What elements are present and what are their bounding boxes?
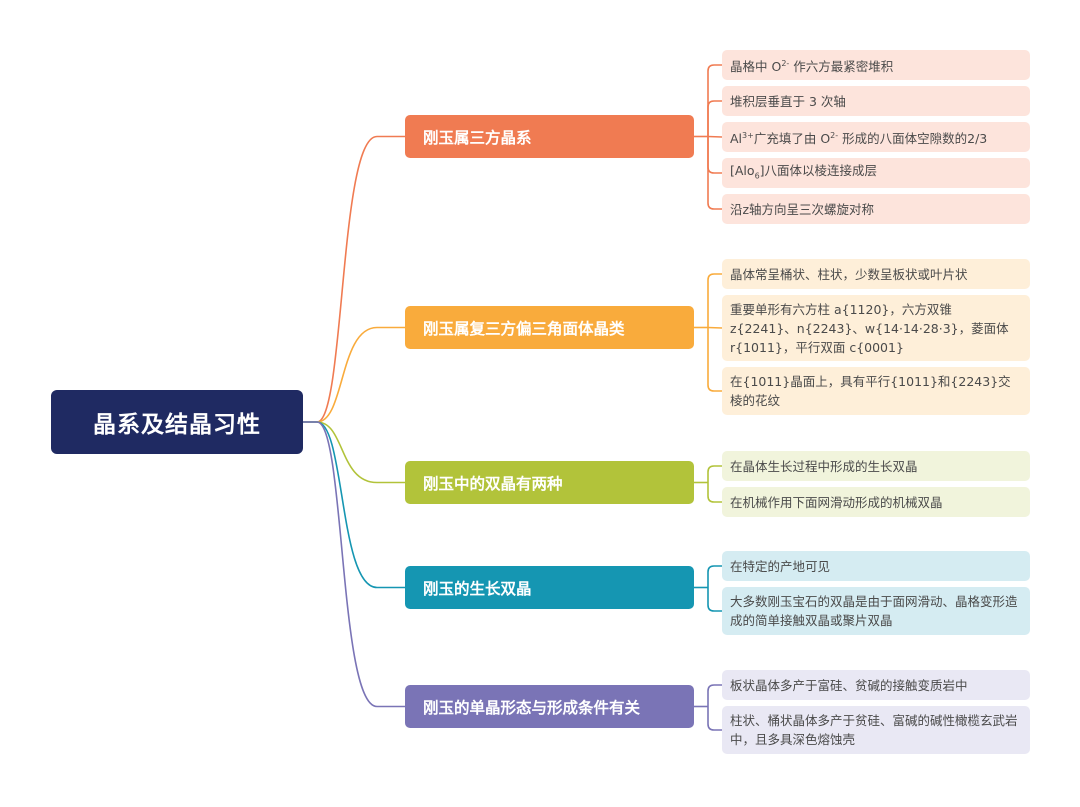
root-node[interactable]: 晶系及结晶习性 — [51, 390, 303, 454]
leaf-text: 在特定的产地可见 — [730, 557, 830, 576]
branch-label: 刚玉属三方晶系 — [423, 128, 532, 147]
leaf-node[interactable]: 重要单形有六方柱 a{1120}，六方双锥 z{2241}、n{2243}、w{… — [722, 295, 1030, 361]
branch-node[interactable]: 刚玉中的双晶有两种 — [405, 461, 694, 504]
leaf-node[interactable]: 沿z轴方向呈三次螺旋对称 — [722, 194, 1030, 224]
branch-label: 刚玉属复三方偏三角面体晶类 — [423, 319, 625, 338]
leaf-node[interactable]: 在机械作用下面网滑动形成的机械双晶 — [722, 487, 1030, 517]
leaf-node[interactable]: 大多数刚玉宝石的双晶是由于面网滑动、晶格变形造成的简单接触双晶或聚片双晶 — [722, 587, 1030, 635]
leaf-text: 堆积层垂直于 3 次轴 — [730, 92, 846, 111]
leaf-text-part: 柱状、桶状晶体多产于贫硅、富碱的碱性橄榄玄武岩中，且多具深色熔蚀壳 — [730, 713, 1018, 747]
branch-label: 刚玉中的双晶有两种 — [423, 474, 563, 493]
branch-leaf-connector — [707, 684, 722, 707]
branch-leaf-connector — [707, 273, 722, 328]
leaf-text: 柱状、桶状晶体多产于贫硅、富碱的碱性橄榄玄武岩中，且多具深色熔蚀壳 — [730, 711, 1020, 749]
branch-leaf-connector — [707, 587, 722, 612]
root-branch-connector — [303, 421, 405, 589]
leaf-text: 在晶体生长过程中形成的生长双晶 — [730, 457, 918, 476]
leaf-node[interactable]: 在晶体生长过程中形成的生长双晶 — [722, 451, 1030, 481]
leaf-text-part: 作六方最紧密堆积 — [789, 59, 894, 75]
leaf-text-part: 沿z轴方向呈三次螺旋对称 — [730, 201, 875, 217]
leaf-script-part: 2- — [830, 130, 839, 140]
branch-leaf-connector — [707, 100, 722, 137]
leaf-node[interactable]: 晶体常呈桶状、柱状，少数呈板状或叶片状 — [722, 259, 1030, 289]
leaf-text-part: 广充填了由 — [753, 131, 821, 147]
root-branch-connector — [303, 326, 405, 423]
branch-node[interactable]: 刚玉的单晶形态与形成条件有关 — [405, 685, 694, 728]
leaf-script-part: 3+ — [742, 130, 754, 140]
branch-leaf-connector — [707, 465, 722, 483]
leaf-text-part: 在晶体生长过程中形成的生长双晶 — [730, 458, 918, 474]
leaf-node[interactable]: 柱状、桶状晶体多产于贫硅、富碱的碱性橄榄玄武岩中，且多具深色熔蚀壳 — [722, 706, 1030, 754]
leaf-text-part: 晶格中 — [730, 59, 772, 75]
leaf-text: 晶体常呈桶状、柱状，少数呈板状或叶片状 — [730, 265, 968, 284]
leaf-node[interactable]: 堆积层垂直于 3 次轴 — [722, 86, 1030, 116]
leaf-text-part: 晶体常呈桶状、柱状，少数呈板状或叶片状 — [730, 266, 968, 282]
leaf-text-part: O — [820, 131, 831, 147]
leaf-node[interactable]: 晶格中 O2- 作六方最紧密堆积 — [722, 50, 1030, 80]
leaf-text-part: 重要单形有六方柱 a{1120}，六方双锥 z{2241}、n{2243}、w{… — [730, 301, 1009, 355]
leaf-script-part: 6 — [754, 171, 760, 181]
branch-leaf-connector — [707, 482, 722, 503]
leaf-node[interactable]: Al3+广充填了由 O2- 形成的八面体空隙数的2/3 — [722, 122, 1030, 152]
leaf-text-part: Al — [730, 131, 743, 147]
branch-leaf-connector — [707, 136, 722, 174]
branch-node[interactable]: 刚玉属三方晶系 — [405, 115, 694, 158]
leaf-text-part: O — [771, 59, 782, 75]
leaf-node[interactable]: [Alo6]八面体以棱连接成层 — [722, 158, 1030, 188]
leaf-text-part: 板状晶体多产于富硅、贫碱的接触变质岩中 — [730, 677, 968, 693]
leaf-text-part: ]八面体以棱连接成层 — [759, 162, 878, 178]
leaf-text: 在机械作用下面网滑动形成的机械双晶 — [730, 493, 943, 512]
branch-label: 刚玉的生长双晶 — [423, 579, 532, 598]
leaf-text-part: 形成的八面体空隙数的2/3 — [838, 131, 988, 147]
leaf-text-part: 在{1011}晶面上，具有平行{1011}和{2243}交棱的花纹 — [730, 374, 1011, 408]
branch-leaf-connector — [707, 565, 722, 588]
leaf-node[interactable]: 在特定的产地可见 — [722, 551, 1030, 581]
branch-leaf-connector — [707, 706, 722, 731]
branch-label: 刚玉的单晶形态与形成条件有关 — [423, 698, 641, 717]
leaf-text-part: 在机械作用下面网滑动形成的机械双晶 — [730, 494, 943, 510]
branch-leaf-connector — [707, 135, 723, 138]
leaf-text: [Alo6]八面体以棱连接成层 — [730, 161, 877, 186]
root-branch-connector — [303, 421, 405, 708]
leaf-text-part: 大多数刚玉宝石的双晶是由于面网滑动、晶格变形造成的简单接触双晶或聚片双晶 — [730, 594, 1018, 628]
leaf-text: Al3+广充填了由 O2- 形成的八面体空隙数的2/3 — [730, 126, 987, 148]
root-label: 晶系及结晶习性 — [93, 412, 261, 438]
leaf-text: 大多数刚玉宝石的双晶是由于面网滑动、晶格变形造成的简单接触双晶或聚片双晶 — [730, 592, 1020, 630]
root-branch-connector — [303, 421, 405, 484]
leaf-text-part: [Alo — [730, 162, 755, 178]
leaf-text: 沿z轴方向呈三次螺旋对称 — [730, 200, 874, 219]
branch-leaf-connector — [707, 326, 723, 329]
branch-node[interactable]: 刚玉的生长双晶 — [405, 566, 694, 609]
leaf-node[interactable]: 在{1011}晶面上，具有平行{1011}和{2243}交棱的花纹 — [722, 367, 1030, 415]
leaf-text-part: 堆积层垂直于 3 次轴 — [730, 93, 846, 109]
branch-leaf-connector — [707, 327, 722, 392]
leaf-node[interactable]: 板状晶体多产于富硅、贫碱的接触变质岩中 — [722, 670, 1030, 700]
leaf-text: 晶格中 O2- 作六方最紧密堆积 — [730, 54, 893, 76]
leaf-text: 重要单形有六方柱 a{1120}，六方双锥 z{2241}、n{2243}、w{… — [730, 300, 1020, 357]
branch-leaf-connector — [707, 136, 722, 210]
leaf-text: 在{1011}晶面上，具有平行{1011}和{2243}交棱的花纹 — [730, 372, 1020, 410]
leaf-script-part: 2- — [781, 58, 790, 68]
leaf-text-part: 在特定的产地可见 — [730, 558, 831, 574]
branch-node[interactable]: 刚玉属复三方偏三角面体晶类 — [405, 306, 694, 349]
branch-leaf-connector — [707, 64, 722, 137]
root-branch-connector — [303, 135, 405, 423]
leaf-text: 板状晶体多产于富硅、贫碱的接触变质岩中 — [730, 676, 968, 695]
